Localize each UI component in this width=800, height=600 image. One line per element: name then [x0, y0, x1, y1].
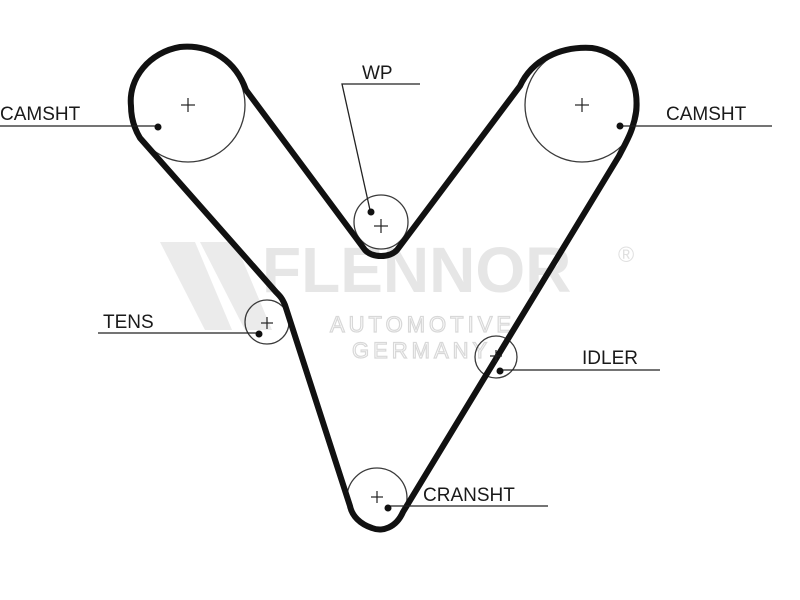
watermark: FLENNOR ® AUTOMOTIVE GERMANY: [160, 234, 634, 364]
watermark-line1: AUTOMOTIVE: [330, 312, 515, 337]
label-tens: TENS: [103, 312, 154, 333]
label-cransht: CRANSHT: [423, 485, 515, 506]
label-camsht-right: CAMSHT: [666, 104, 747, 125]
label-wp: WP: [362, 63, 393, 84]
timing-belt: [127, 43, 640, 533]
watermark-brand: FLENNOR: [262, 234, 571, 306]
label-camsht-left: CAMSHT: [0, 104, 81, 125]
leaders: [0, 83, 772, 512]
watermark-registered: ®: [618, 242, 634, 267]
label-idler: IDLER: [582, 348, 638, 369]
watermark-logo-mark: [160, 242, 232, 330]
center-markers: [181, 98, 589, 503]
watermark-line2: GERMANY: [352, 338, 491, 363]
watermark-logo-mark-2: [200, 242, 272, 330]
water-pump-pulley: [353, 194, 409, 250]
idler-pulley: [474, 335, 518, 379]
